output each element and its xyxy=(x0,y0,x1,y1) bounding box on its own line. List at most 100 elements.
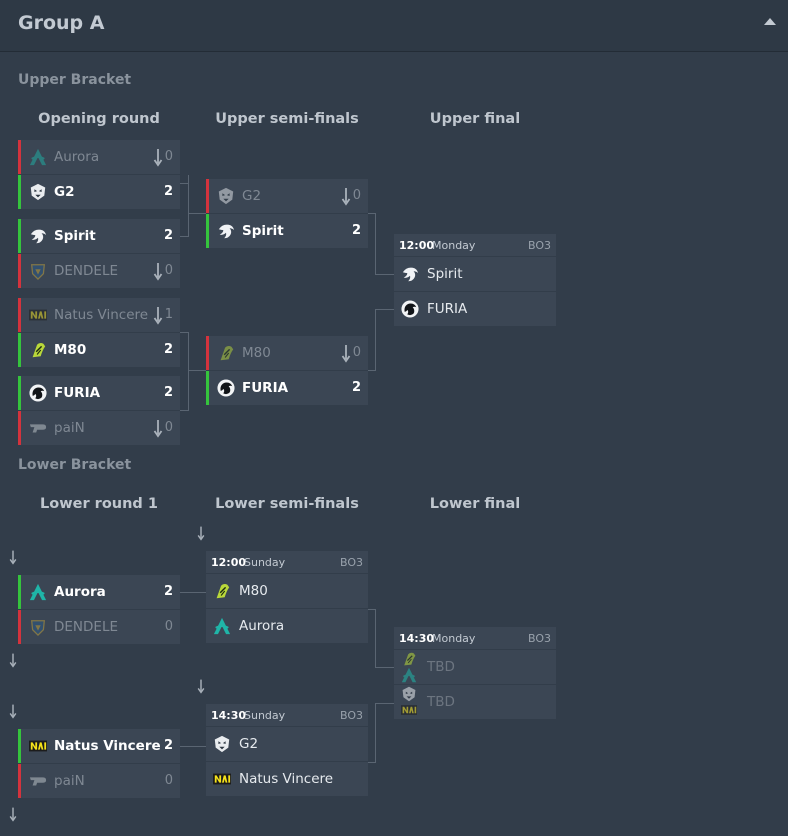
bracket-connector xyxy=(188,370,206,371)
match-header: 14:30 Sunday BO3 xyxy=(206,704,368,726)
team-row[interactable]: FURIA xyxy=(394,292,556,326)
furia-logo-icon xyxy=(217,379,235,397)
navi-logo-icon xyxy=(29,737,47,755)
match-lower-semi-1[interactable]: 12:00 Sunday BO3 M80 Aurora xyxy=(206,551,368,643)
match-lower-round1-2[interactable]: Natus Vincere 2 paiN 0 xyxy=(18,729,180,798)
team-name: Spirit xyxy=(427,266,463,282)
dendele-logo-icon xyxy=(29,262,47,280)
team-name: Aurora xyxy=(239,618,285,634)
pain-logo-icon xyxy=(29,772,47,790)
drop-out-arrow-icon xyxy=(8,652,18,668)
bracket-connector xyxy=(188,213,206,214)
team-name: Natus Vincere xyxy=(54,738,161,754)
eliminated-arrow-icon xyxy=(341,343,351,363)
spirit-logo-icon xyxy=(29,227,47,245)
team-row[interactable]: Spirit 2 xyxy=(206,214,368,248)
team-score: 0 xyxy=(164,420,173,435)
team-name: Aurora xyxy=(54,584,106,600)
team-name: TBD xyxy=(427,694,455,710)
team-row[interactable]: Aurora xyxy=(206,609,368,643)
match-day: Sunday xyxy=(244,556,286,569)
collapse-caret-icon[interactable] xyxy=(764,18,776,25)
bracket-connector xyxy=(368,213,376,275)
group-header[interactable]: Group A xyxy=(0,0,788,52)
navi-logo-icon xyxy=(213,770,231,788)
team-row[interactable]: Natus Vincere 2 xyxy=(18,729,180,763)
m80-logo-icon xyxy=(401,651,417,667)
team-row[interactable]: G2 2 xyxy=(18,175,180,209)
match-header: 12:00 Monday BO3 xyxy=(394,234,556,256)
match-format: BO3 xyxy=(527,239,551,252)
team-row[interactable]: FURIA 2 xyxy=(18,376,180,410)
match-header: 12:00 Sunday BO3 xyxy=(206,551,368,573)
navi-logo-icon xyxy=(29,306,47,324)
aurora-logo-icon xyxy=(401,667,417,683)
match-upper-semi-1[interactable]: G2 0 Spirit 2 xyxy=(206,179,368,248)
match-upper-semi-2[interactable]: M80 0 FURIA 2 xyxy=(206,336,368,405)
team-score: 2 xyxy=(351,380,361,395)
bracket-connector xyxy=(180,236,189,237)
team-name: DENDELE xyxy=(54,619,118,635)
team-row[interactable]: FURIA 2 xyxy=(206,371,368,405)
match-opening-4[interactable]: FURIA 2 paiN 0 xyxy=(18,376,180,445)
match-opening-2[interactable]: Spirit 2 DENDELE 0 xyxy=(18,219,180,288)
team-row[interactable]: TBD xyxy=(394,650,556,684)
team-name: G2 xyxy=(54,184,75,200)
match-time: 14:30 xyxy=(211,709,247,722)
team-row[interactable]: TBD xyxy=(394,685,556,719)
team-name: Natus Vincere xyxy=(239,771,334,787)
team-score: 0 xyxy=(352,345,361,360)
furia-logo-icon xyxy=(401,300,419,318)
team-score: 2 xyxy=(163,184,173,199)
match-format: BO3 xyxy=(339,556,363,569)
match-lower-final[interactable]: 14:30 Monday BO3 TBD TBD xyxy=(394,627,556,719)
match-opening-1[interactable]: Aurora 0 G2 2 xyxy=(18,140,180,209)
g2-logo-icon xyxy=(29,183,47,201)
match-upper-final[interactable]: 12:00 Monday BO3 Spirit FURIA xyxy=(394,234,556,326)
team-row[interactable]: Natus Vincere xyxy=(206,762,368,796)
team-row[interactable]: Spirit xyxy=(394,257,556,291)
match-lower-round1-1[interactable]: Aurora 2 DENDELE 0 xyxy=(18,575,180,644)
team-score: 0 xyxy=(164,263,173,278)
m80-logo-icon xyxy=(213,582,231,600)
team-row[interactable]: Natus Vincere 1 xyxy=(18,298,180,332)
team-name: M80 xyxy=(242,345,271,361)
team-row[interactable]: Aurora 2 xyxy=(18,575,180,609)
team-score: 2 xyxy=(163,738,173,753)
upper-bracket-label: Upper Bracket xyxy=(18,72,132,88)
navi-logo-icon xyxy=(401,702,417,718)
match-lower-semi-2[interactable]: 14:30 Sunday BO3 G2 Natus Vincere xyxy=(206,704,368,796)
team-score: 2 xyxy=(163,228,173,243)
furia-logo-icon xyxy=(29,384,47,402)
team-row[interactable]: paiN 0 xyxy=(18,411,180,445)
team-score: 2 xyxy=(163,342,173,357)
match-format: BO3 xyxy=(339,709,363,722)
team-row[interactable]: DENDELE 0 xyxy=(18,610,180,644)
drop-in-arrow-icon xyxy=(196,525,206,541)
team-row[interactable]: paiN 0 xyxy=(18,764,180,798)
team-score: 2 xyxy=(163,385,173,400)
eliminated-arrow-icon xyxy=(153,261,163,281)
team-row[interactable]: M80 xyxy=(206,574,368,608)
team-score: 2 xyxy=(351,223,361,238)
team-row[interactable]: M80 2 xyxy=(18,333,180,367)
team-name: G2 xyxy=(242,188,262,204)
bracket-connector xyxy=(188,184,189,236)
team-row[interactable]: M80 0 xyxy=(206,336,368,370)
m80-logo-icon xyxy=(29,341,47,359)
match-day: Monday xyxy=(432,239,476,252)
match-time: 12:00 xyxy=(399,239,435,252)
team-name: TBD xyxy=(427,659,455,675)
match-opening-3[interactable]: Natus Vincere 1 M80 2 xyxy=(18,298,180,367)
m80-logo-icon xyxy=(217,344,235,362)
team-name: FURIA xyxy=(54,385,101,401)
dendele-logo-icon xyxy=(29,618,47,636)
team-row[interactable]: Spirit 2 xyxy=(18,219,180,253)
team-row[interactable]: G2 xyxy=(206,727,368,761)
team-row[interactable]: Aurora 0 xyxy=(18,140,180,174)
team-row[interactable]: G2 0 xyxy=(206,179,368,213)
aurora-logo-icon xyxy=(29,583,47,601)
team-row[interactable]: DENDELE 0 xyxy=(18,254,180,288)
aurora-logo-icon xyxy=(29,148,47,166)
aurora-logo-icon xyxy=(213,617,231,635)
